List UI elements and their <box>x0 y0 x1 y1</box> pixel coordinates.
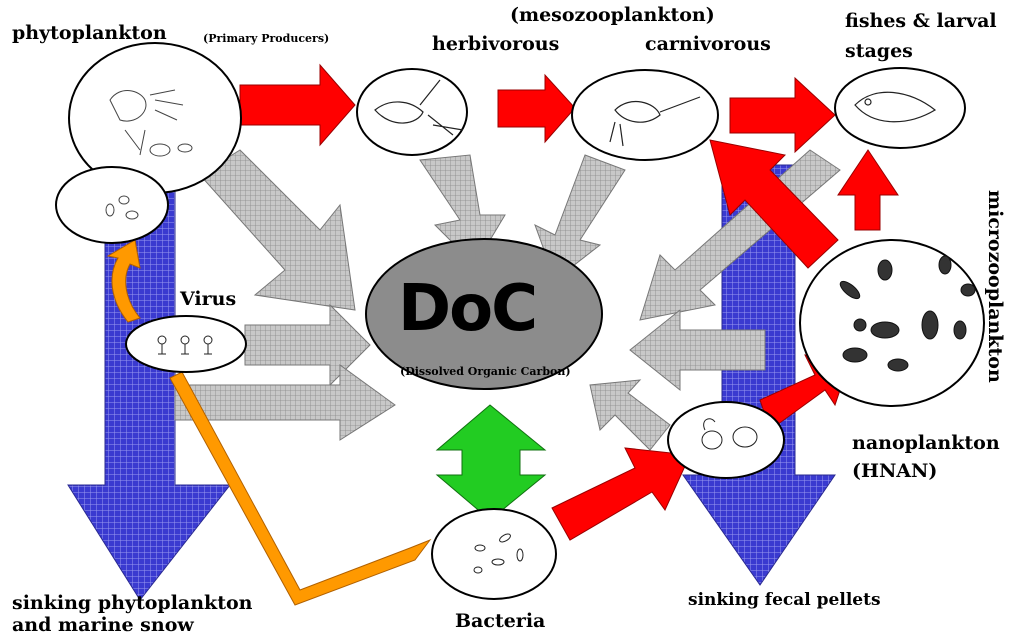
sinking-phyto-label-line1: sinking phytoplankton <box>12 592 252 614</box>
doc-title: DoC <box>398 272 536 346</box>
red-arrow-carn-fish <box>730 78 835 152</box>
mesozooplankton-label: (mesozooplankton) <box>510 4 715 26</box>
bacteria-oval <box>432 509 556 599</box>
doc-subtitle: (Dissolved Organic Carbon) <box>400 365 571 378</box>
virus-sketch <box>150 332 222 358</box>
grey-arrow-nano-doc <box>590 380 670 450</box>
herbivorous-oval <box>357 69 467 155</box>
herbivorous-label: herbivorous <box>432 33 559 55</box>
fish-oval <box>835 68 965 148</box>
sinking-fecal-label: sinking fecal pellets <box>688 590 881 610</box>
red-arrow-micro-fish <box>838 150 898 230</box>
phyto-small-sketch <box>100 190 145 222</box>
nanoplankton-label-line2: (HNAN) <box>852 460 937 482</box>
fishes-label-line1: fishes & larval <box>845 10 997 32</box>
red-arrow-bacteria-nano <box>552 448 690 540</box>
virus-label: Virus <box>180 288 236 310</box>
grey-arrow-phyto-doc <box>200 150 355 310</box>
red-arrow-phyto-herb <box>240 65 355 145</box>
nanoplankton-oval <box>668 402 784 478</box>
carnivorous-oval <box>572 70 718 160</box>
bacteria-label: Bacteria <box>455 610 545 632</box>
green-double-arrow <box>437 405 545 520</box>
nanoplankton-label-line1: nanoplankton <box>852 432 1000 454</box>
sinking-phyto-label-line2: and marine snow <box>12 614 194 636</box>
primary-producers-label: (Primary Producers) <box>203 32 329 45</box>
fishes-label-line2: stages <box>845 40 913 62</box>
red-arrow-herb-carn <box>498 75 575 142</box>
microzooplankton-label: microzooplankton <box>984 190 1006 383</box>
phytoplankton-label: phytoplankton <box>12 22 167 44</box>
carnivorous-label: carnivorous <box>645 33 771 55</box>
